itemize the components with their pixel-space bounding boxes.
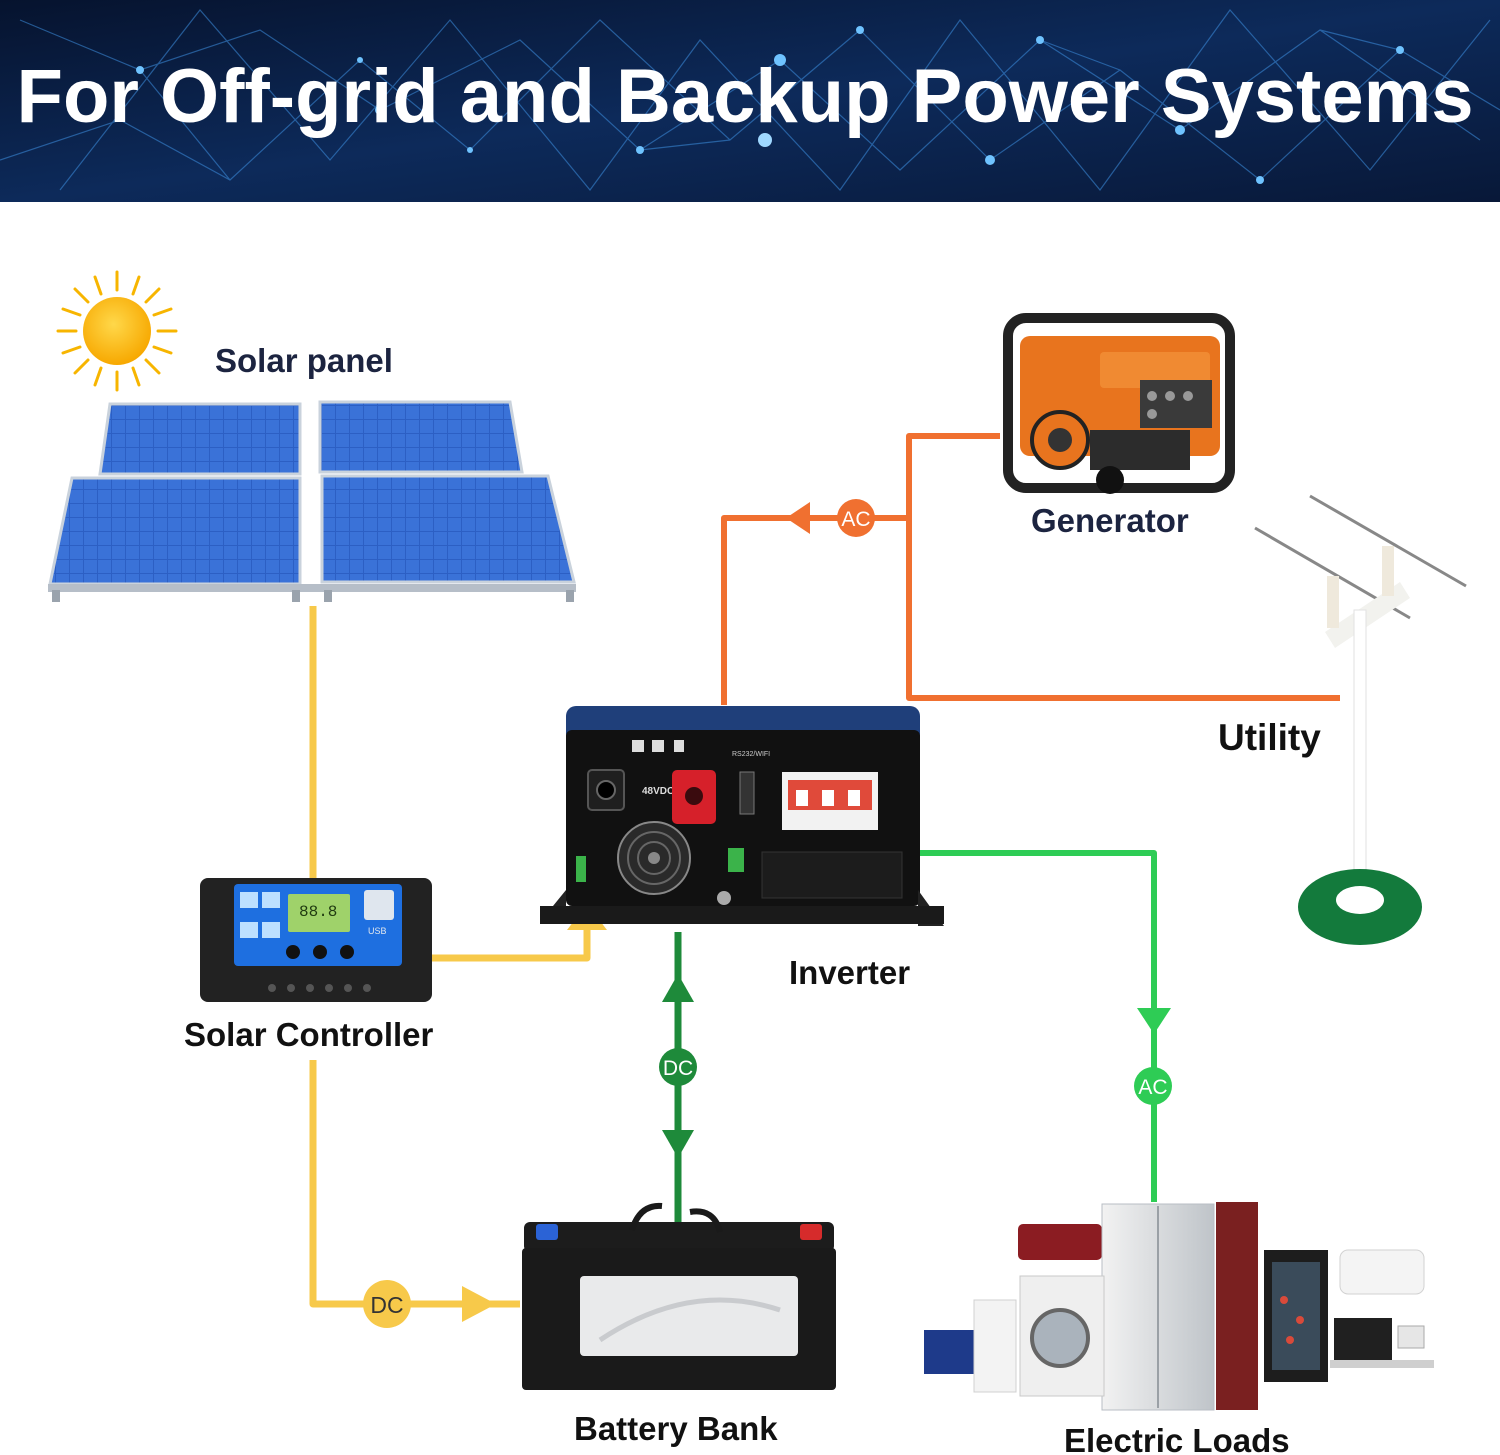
sun-icon [56,270,178,392]
arrow-into-battery [462,1286,496,1322]
utility-pole-icon [1254,494,1467,945]
inverter-port-label: RS232/WIFI [732,751,770,758]
badge-battery-dc-text: DC [663,1057,693,1080]
label-solar-panel: Solar panel [215,342,393,379]
battery-icon [522,1202,836,1390]
controller-display-value: 88.8 [299,903,337,921]
line-controller-to-inverter [432,928,591,962]
label-utility: Utility [1218,717,1321,758]
electric-loads-icon [924,1202,1434,1411]
generator-icon [1003,313,1235,494]
air-conditioner-icon [1018,1224,1102,1260]
solar-panel-icon [48,400,576,602]
monitor-icon [1334,1318,1392,1360]
label-battery-bank: Battery Bank [574,1410,778,1447]
banner-title: For Off-grid and Backup Power Systems [17,54,1474,139]
arrow-dc-up [662,974,694,1002]
badge-controller-dc: DC [363,1280,411,1328]
badge-generator-ac-text: AC [841,508,870,531]
inverter-voltage-label: 48VDC [642,786,674,797]
tv-left-icon [924,1330,978,1374]
label-inverter: Inverter [789,954,910,991]
line-utility-generator [906,433,1340,701]
water-purifier-icon [973,1299,1017,1393]
label-electric-loads: Electric Loads [1064,1422,1290,1455]
badge-battery-dc: DC [659,1048,697,1086]
badge-loads-ac-text: AC [1138,1076,1167,1099]
solar-controller-icon: 88.8 USB [200,878,432,1002]
arrow-ac-down [1137,1008,1171,1034]
controller-usb-label: USB [368,926,387,936]
tower-fan-icon [1216,1202,1258,1410]
arrow-ac-left [786,502,810,534]
line-controller-to-battery [309,1060,520,1308]
line-ac-to-inverter [721,515,909,705]
wall-ac-icon [1339,1249,1425,1295]
badge-controller-dc-text: DC [370,1292,403,1318]
badge-loads-ac: AC [1134,1067,1172,1105]
line-inverter-to-loads [918,850,1157,1202]
badge-generator-ac: AC [837,499,875,537]
banner: For Off-grid and Backup Power Systems [0,0,1500,202]
inverter-icon: RS232/WIFI 48VDC [540,706,944,926]
arrow-dc-down [662,1130,694,1158]
label-solar-controller: Solar Controller [184,1016,434,1053]
microwave-icon [1397,1325,1425,1349]
label-generator: Generator [1031,502,1189,539]
network-nodes [136,26,1404,184]
